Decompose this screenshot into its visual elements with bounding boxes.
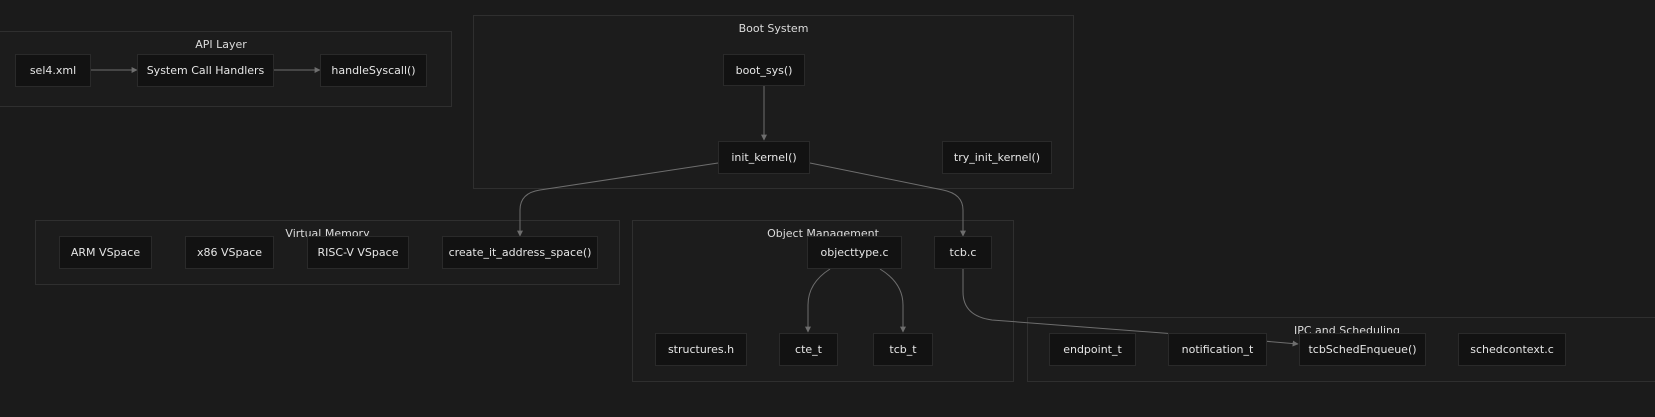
node-boot-sys[interactable]: boot_sys() bbox=[723, 54, 805, 86]
node-system-call-handlers[interactable]: System Call Handlers bbox=[137, 54, 274, 87]
node-sel4-xml[interactable]: sel4.xml bbox=[15, 54, 91, 87]
node-objecttype-c[interactable]: objecttype.c bbox=[807, 236, 902, 269]
node-cte-t[interactable]: cte_t bbox=[779, 333, 838, 366]
node-riscv-vspace[interactable]: RISC-V VSpace bbox=[307, 236, 409, 269]
node-try-init-kernel[interactable]: try_init_kernel() bbox=[942, 141, 1052, 174]
group-title-api-layer: API Layer bbox=[195, 38, 247, 51]
node-structures-h[interactable]: structures.h bbox=[655, 333, 747, 366]
node-x86-vspace[interactable]: x86 VSpace bbox=[185, 236, 274, 269]
node-notification-t[interactable]: notification_t bbox=[1168, 333, 1267, 366]
node-schedcontext-c[interactable]: schedcontext.c bbox=[1458, 333, 1566, 366]
node-create-it-address-space[interactable]: create_it_address_space() bbox=[442, 236, 598, 269]
node-tcb-t[interactable]: tcb_t bbox=[873, 333, 933, 366]
node-tcb-sched-enqueue[interactable]: tcbSchedEnqueue() bbox=[1299, 333, 1426, 366]
node-init-kernel[interactable]: init_kernel() bbox=[718, 141, 810, 174]
node-tcb-c[interactable]: tcb.c bbox=[934, 236, 992, 269]
group-title-boot-system: Boot System bbox=[738, 22, 809, 35]
node-handle-syscall[interactable]: handleSyscall() bbox=[320, 54, 427, 87]
node-endpoint-t[interactable]: endpoint_t bbox=[1049, 333, 1136, 366]
node-arm-vspace[interactable]: ARM VSpace bbox=[59, 236, 152, 269]
